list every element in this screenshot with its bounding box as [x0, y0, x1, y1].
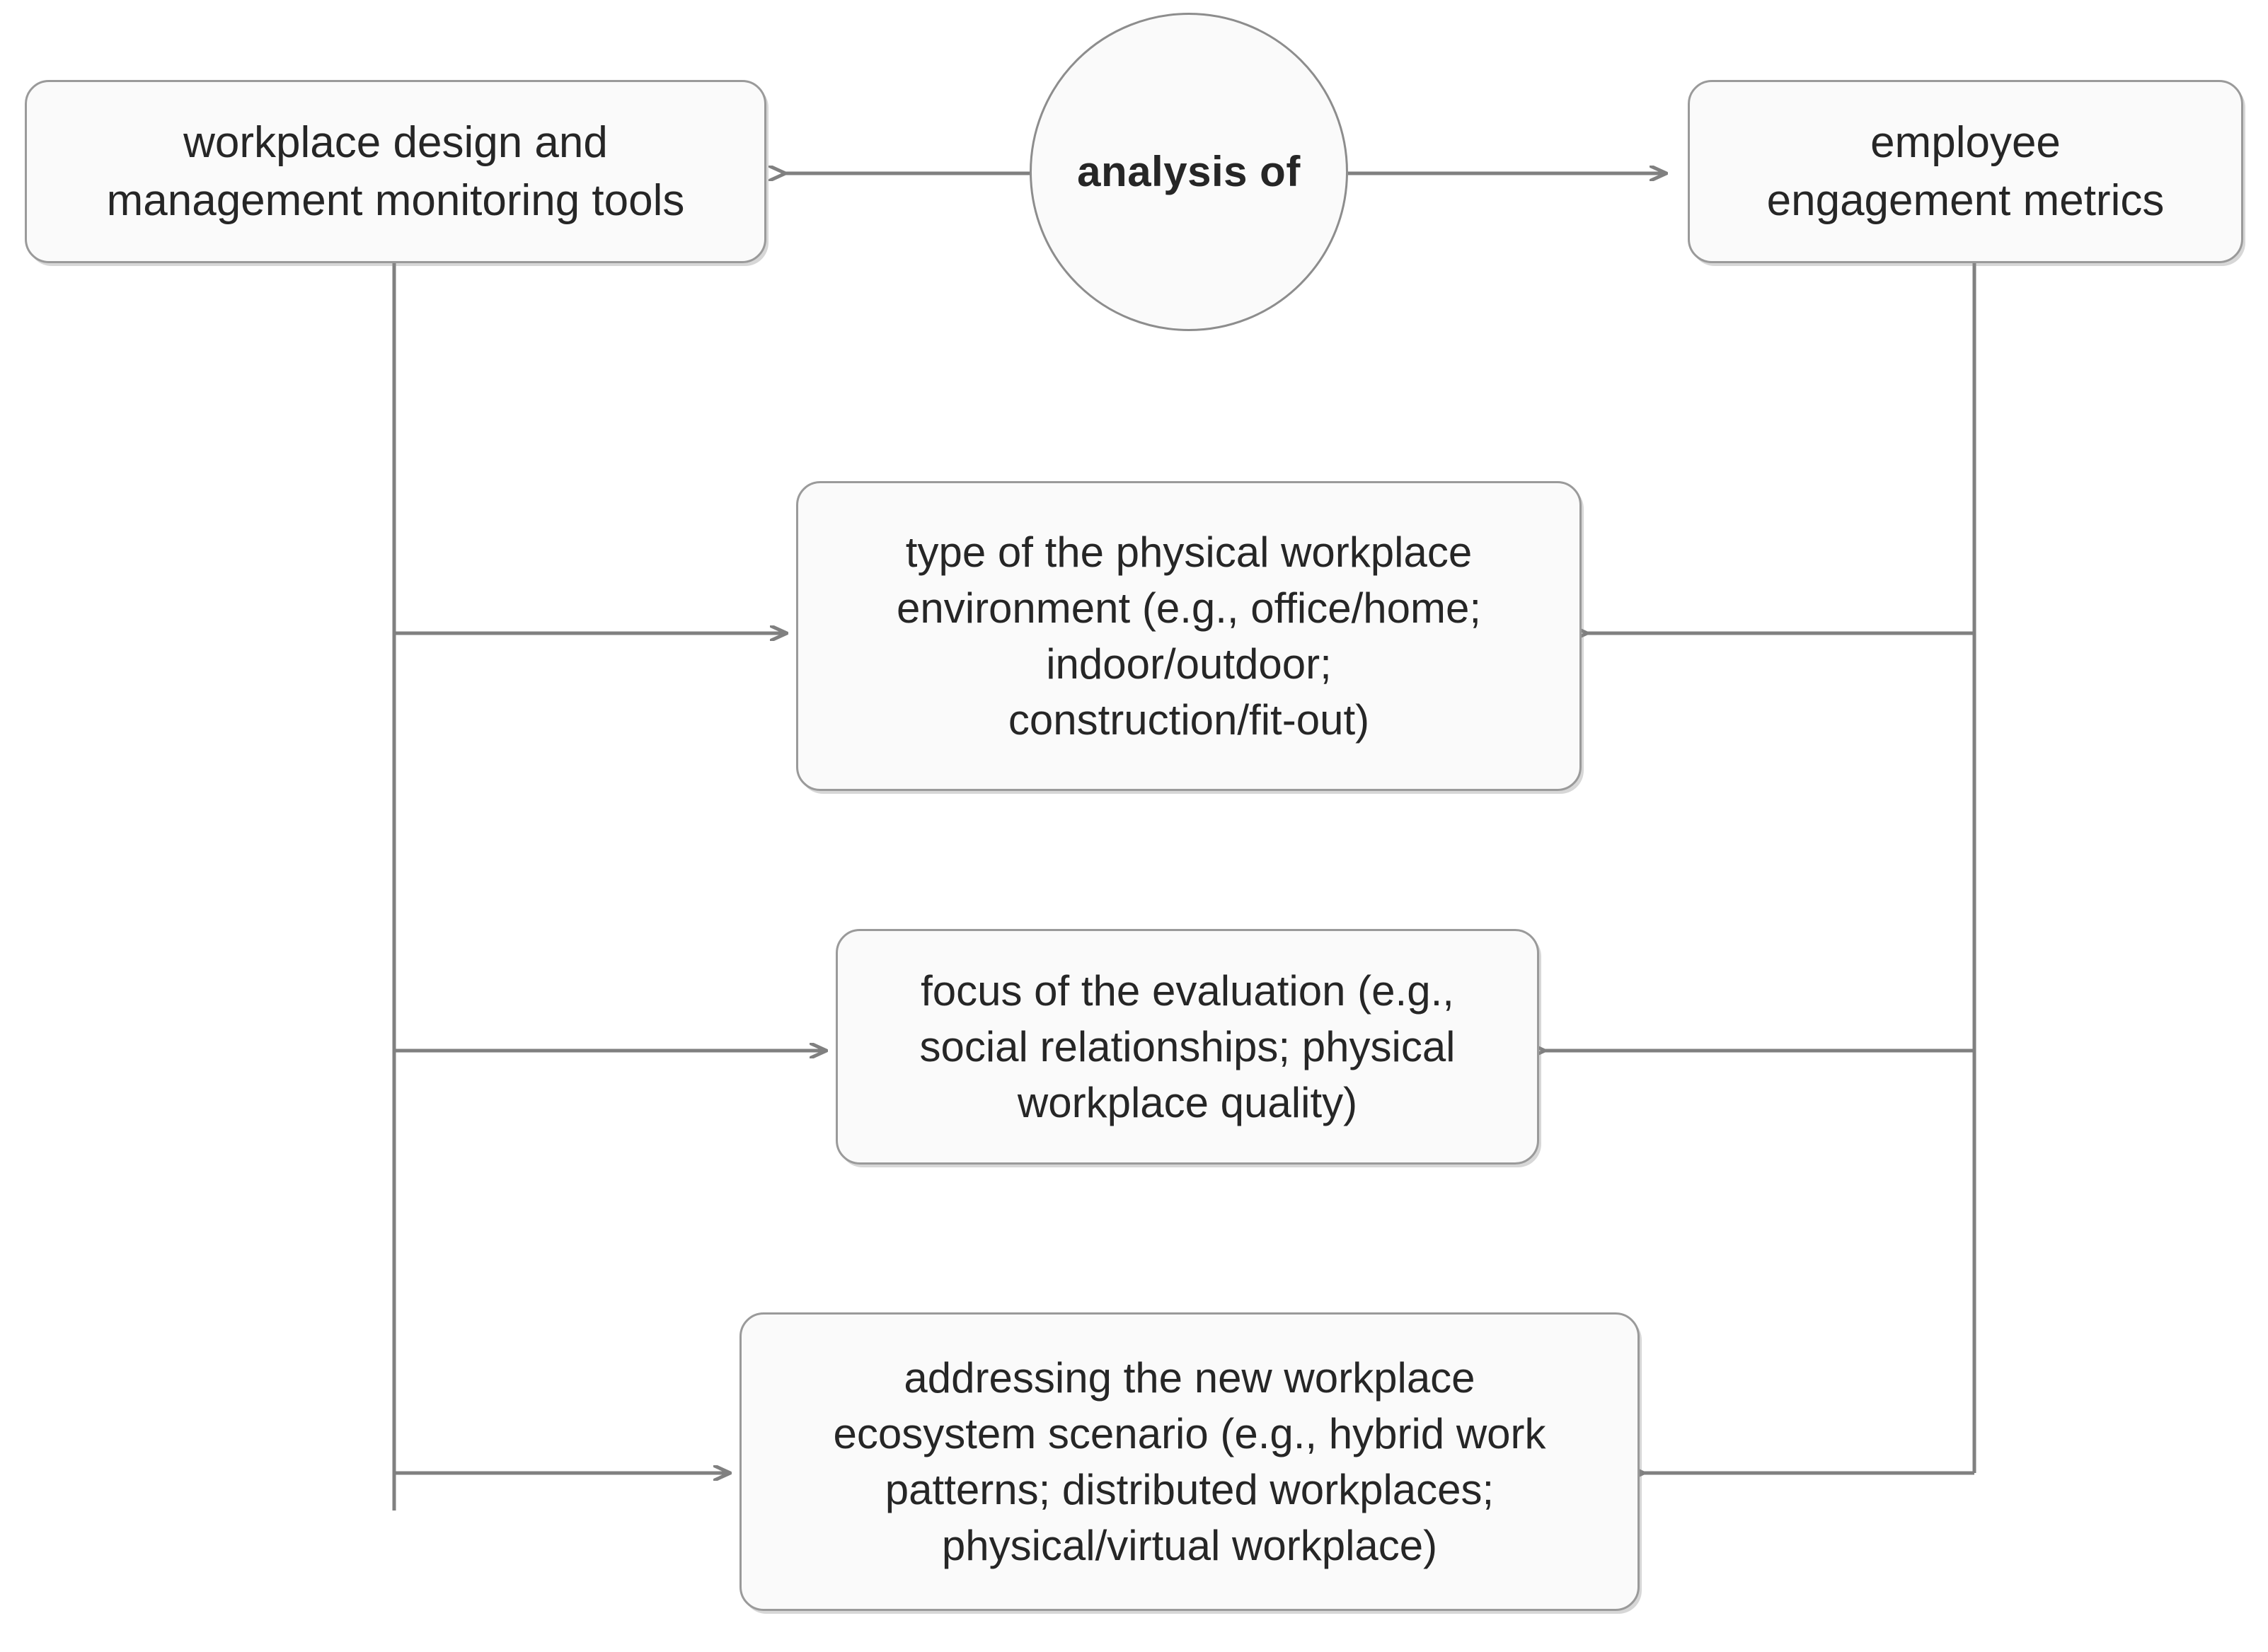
node-new-workplace-ecosystem[interactable]: addressing the new workplace ecosystem s…	[739, 1312, 1640, 1611]
node-evaluation-focus[interactable]: focus of the evaluation (e.g., social re…	[836, 929, 1539, 1165]
node-box1-label: type of the physical workplace environme…	[897, 528, 1481, 744]
node-employee-engagement-metrics[interactable]: employee engagement metrics	[1688, 80, 2243, 263]
node-right-label: employee engagement metrics	[1766, 117, 2165, 225]
node-box3-label: addressing the new workplace ecosystem s…	[833, 1353, 1546, 1570]
node-workplace-design-tools[interactable]: workplace design and management monitori…	[25, 80, 766, 263]
node-center-label: analysis of	[1077, 148, 1301, 196]
node-left-label: workplace design and management monitori…	[106, 117, 685, 225]
node-box2-label: focus of the evaluation (e.g., social re…	[919, 966, 1456, 1127]
node-workplace-environment-type[interactable]: type of the physical workplace environme…	[796, 481, 1582, 791]
node-analysis-of[interactable]: analysis of	[1030, 13, 1348, 331]
